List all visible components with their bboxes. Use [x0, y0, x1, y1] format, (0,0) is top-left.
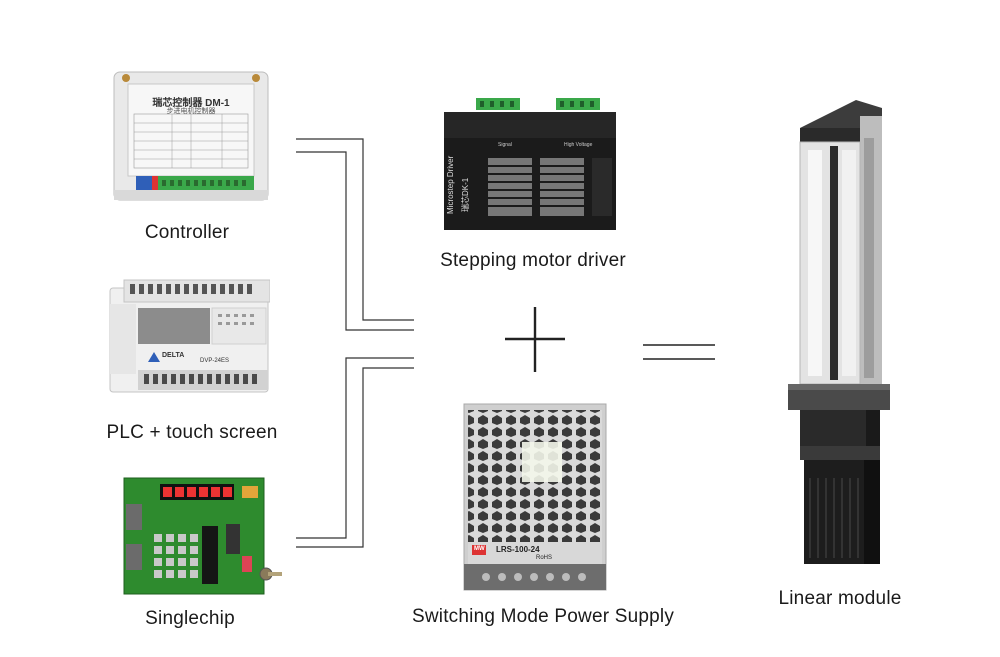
controller-device-subtitle: 步进电机控制器 — [166, 108, 216, 115]
driver-label: Stepping motor driver — [440, 250, 626, 271]
driver-signal-text: Signal — [498, 142, 512, 148]
wire-singlechip-2 — [296, 367, 414, 548]
controller-device: 瑞芯控制器 DM-1 步进电机控制器 — [112, 70, 270, 202]
power-supply-rohs: RoHS — [536, 555, 553, 561]
singlechip-label: Singlechip — [145, 608, 235, 629]
linear-module-device — [786, 98, 894, 568]
plc-model: DVP-24ES — [200, 358, 230, 364]
linear-module-label: Linear module — [778, 588, 902, 609]
wire-singlechip-1 — [296, 357, 414, 539]
power-supply-model: LRS-100-24 — [496, 545, 540, 554]
controller-label: Controller — [144, 222, 230, 243]
wire-controller-2 — [296, 151, 414, 331]
driver-device-text: Microstep Driver — [446, 155, 455, 214]
power-supply-brand: MW — [474, 546, 485, 552]
wire-controller-1 — [296, 138, 414, 321]
driver-high-voltage-text: High Voltage — [564, 142, 593, 148]
power-supply-label: Switching Mode Power Supply — [411, 606, 675, 627]
driver-device-model: 瑞芯DK-1 — [461, 177, 470, 212]
power-supply-device: MW LRS-100-24 RoHS — [462, 402, 608, 592]
plc-brand: DELTA — [162, 352, 185, 359]
plc-label: PLC + touch screen — [106, 422, 278, 443]
singlechip-board — [118, 474, 284, 598]
driver-device: Microstep Driver 瑞芯DK-1 Signal High Volt… — [440, 96, 620, 232]
plc-device: DELTA DVP-24ES — [108, 278, 271, 396]
controller-device-title: 瑞芯控制器 DM-1 — [152, 98, 230, 109]
